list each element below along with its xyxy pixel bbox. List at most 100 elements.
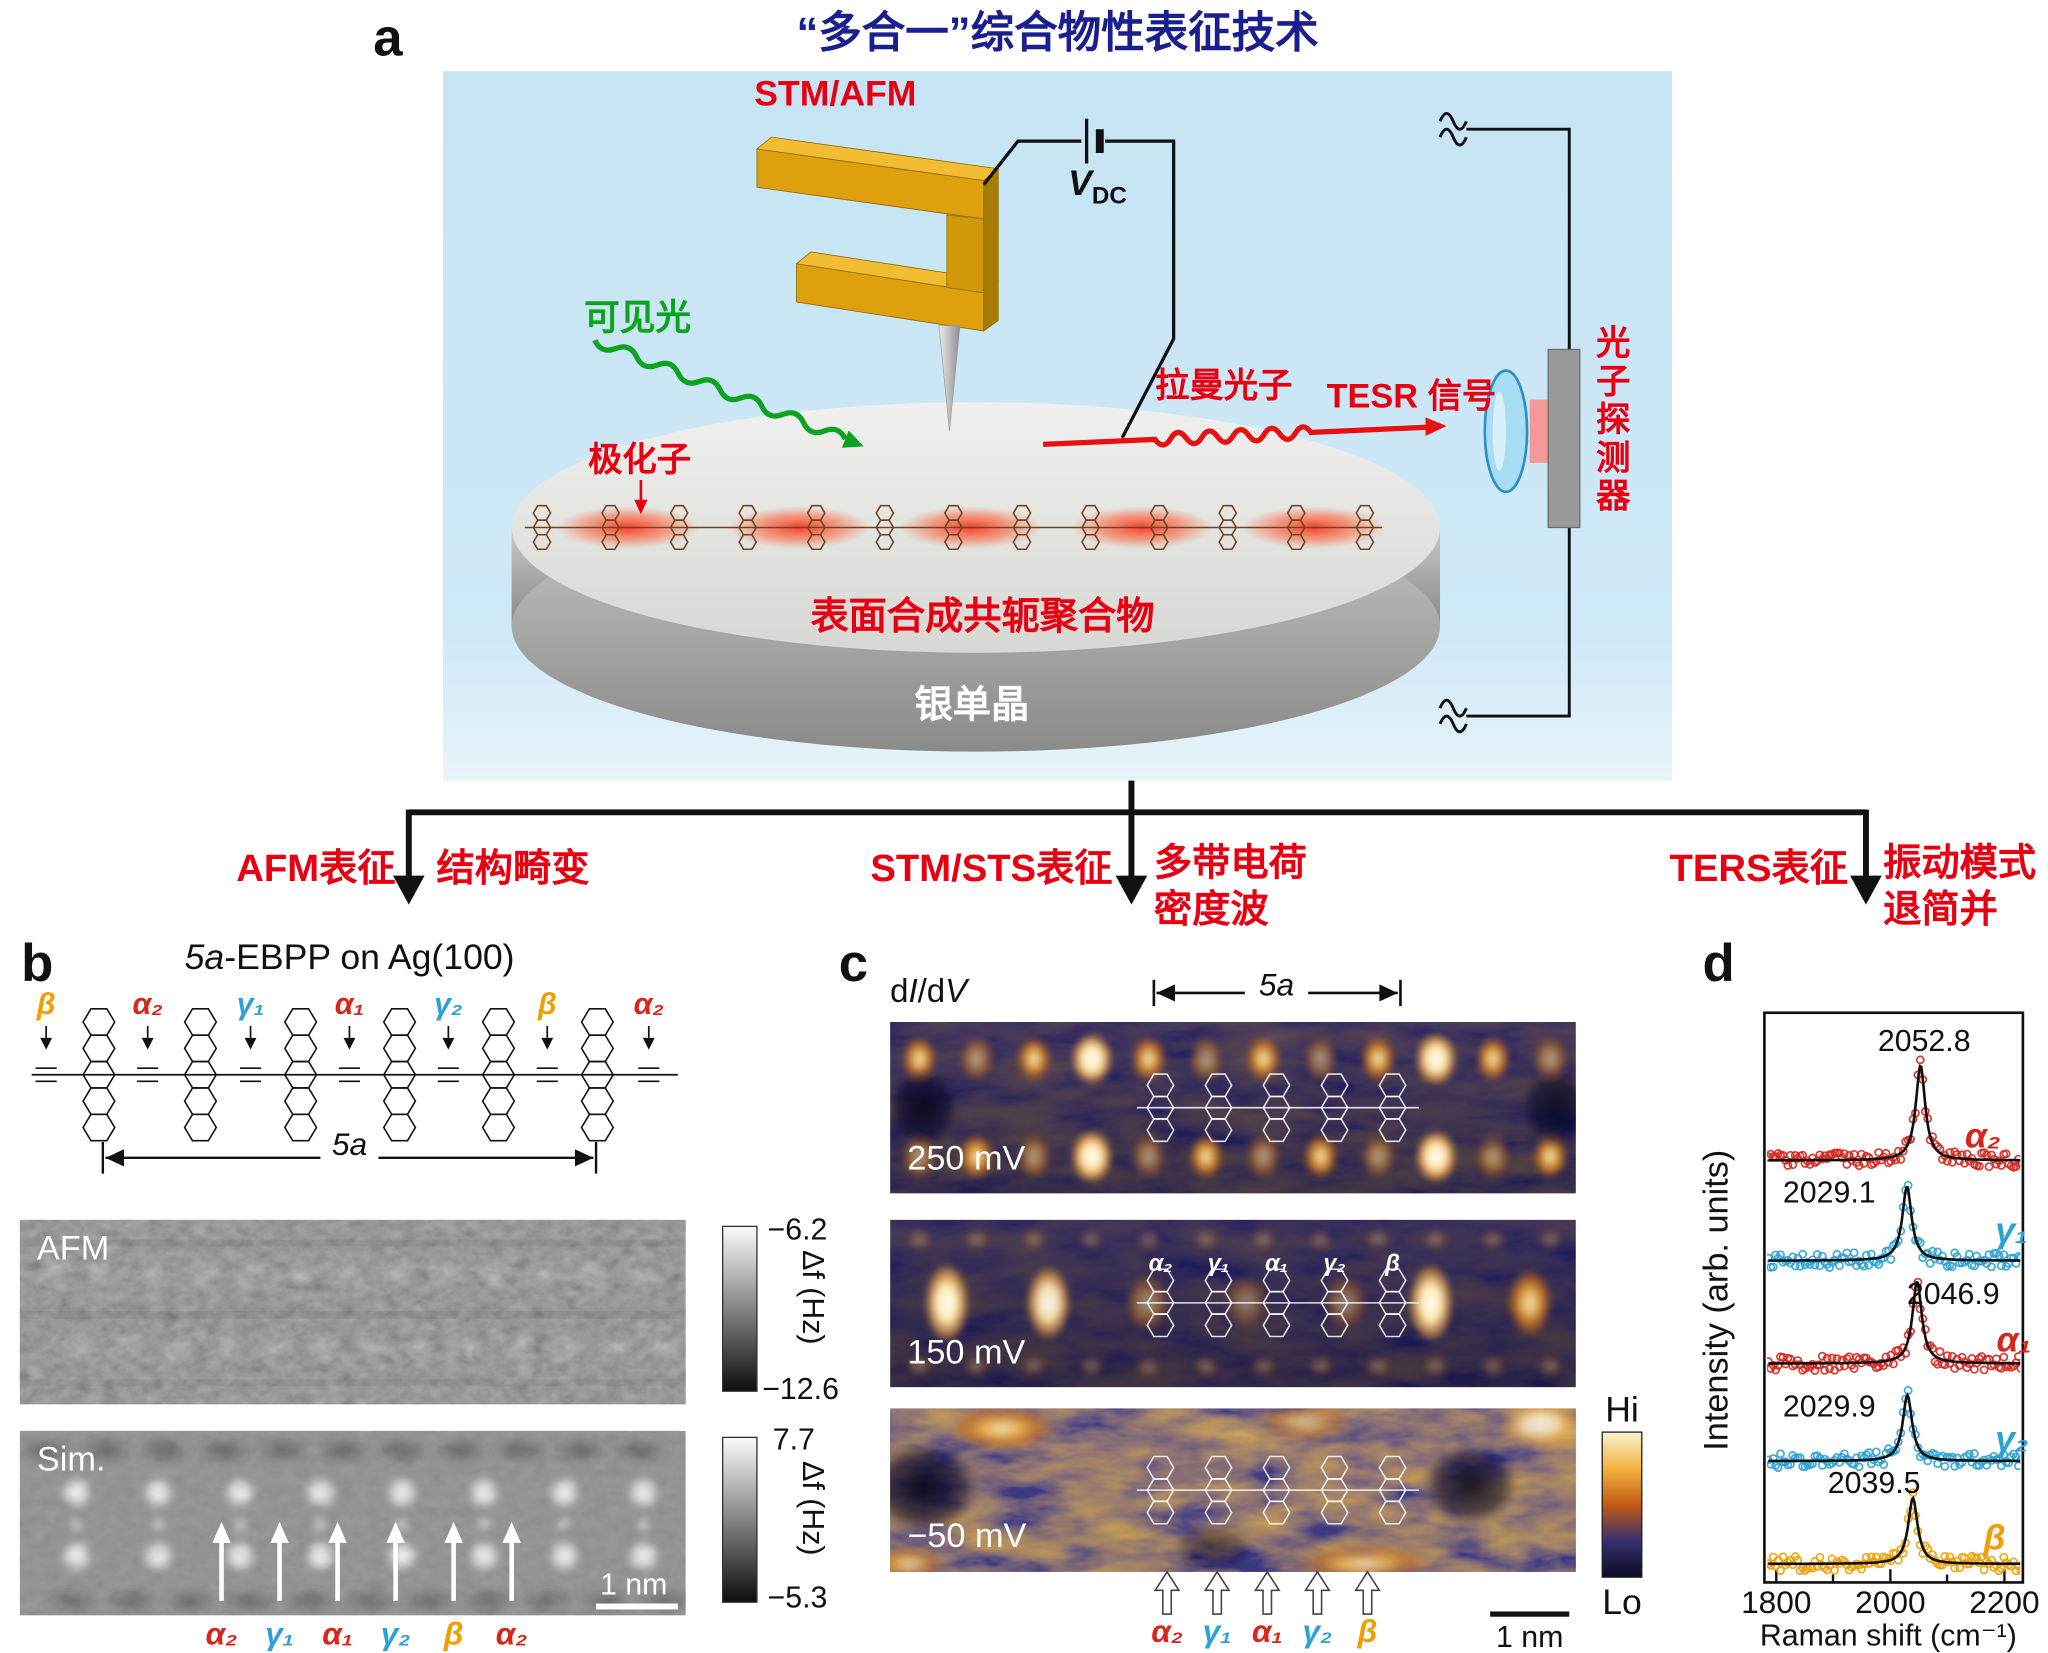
bond-marker: β bbox=[36, 986, 56, 1021]
bond-marker: γ₁ bbox=[236, 986, 265, 1021]
plot-frame bbox=[1763, 1011, 2025, 1584]
sim-site-arrows bbox=[212, 1521, 521, 1601]
sim-image-label: Sim. bbox=[36, 1438, 106, 1479]
panel-c-label: c bbox=[838, 934, 869, 993]
polymer-label: 表面合成共轭聚合物 bbox=[810, 596, 1155, 639]
molecule-overlay bbox=[1136, 1268, 1419, 1338]
wire-break-icon bbox=[1438, 714, 1468, 734]
bond-marker: α₁ bbox=[334, 986, 365, 1021]
sim-colorbar-max: 7.7 bbox=[772, 1421, 815, 1456]
spectrum-series bbox=[1767, 1488, 2021, 1576]
peak-value-label: 2029.9 bbox=[1782, 1388, 1876, 1423]
down-arrow-icon bbox=[1115, 875, 1148, 905]
didv-map-minus50mv bbox=[890, 1408, 1576, 1572]
peak-value-label: 2039.5 bbox=[1827, 1465, 1921, 1500]
down-arrow-icon bbox=[1850, 875, 1882, 905]
left-arrow-icon bbox=[105, 1149, 124, 1167]
substrate-label: 银单晶 bbox=[914, 684, 1030, 727]
afm-colorbar bbox=[721, 1225, 758, 1392]
stm-tip bbox=[938, 325, 961, 432]
y-axis-label: Intensity (arb. units) bbox=[1695, 1149, 1736, 1451]
raman-photon-label: 拉曼光子 bbox=[1155, 365, 1293, 405]
scale-bar-c bbox=[1490, 1611, 1570, 1617]
bond-marker: γ₂ bbox=[434, 986, 463, 1021]
bias-voltage-label: VDC bbox=[1068, 164, 1127, 209]
flow-connector bbox=[405, 780, 1869, 879]
figure-title: “多合一”综合物性表征技术 bbox=[796, 7, 1319, 57]
x-tick-label: 2000 bbox=[1855, 1585, 1926, 1621]
right-arrow-icon bbox=[574, 1149, 594, 1167]
molecule-overlay bbox=[1136, 1455, 1419, 1525]
afm-colorbar-unit: Δf (Hz) bbox=[796, 1250, 831, 1345]
spectrum-series bbox=[1767, 1055, 2021, 1172]
spectrum-series bbox=[1767, 1180, 2021, 1272]
sim-colorbar bbox=[721, 1436, 758, 1603]
bias-subscript: DC bbox=[1091, 181, 1127, 209]
polymer-chain bbox=[524, 504, 1385, 551]
stm-result-label: 多带电荷 bbox=[1153, 842, 1307, 885]
site-marker: α₂ bbox=[1151, 1614, 1183, 1650]
photon-detector bbox=[1483, 348, 1581, 529]
panel-b-title: 5a-EBPP on Ag(100) bbox=[185, 938, 515, 979]
molecule-overlay bbox=[1136, 1073, 1419, 1143]
site-marker: γ₂ bbox=[380, 1616, 411, 1653]
didv-part: d bbox=[890, 973, 909, 1011]
visible-light-label: 可见光 bbox=[584, 298, 691, 338]
stm-result-label: 密度波 bbox=[1153, 888, 1269, 932]
spectrum-series bbox=[1767, 1277, 2021, 1375]
flow-arrowheads bbox=[392, 875, 1882, 905]
didv-label: dI/dV bbox=[890, 973, 967, 1011]
series-label: β bbox=[1983, 1517, 2006, 1558]
panel-a-label: a bbox=[373, 9, 403, 68]
site-marker: α₁ bbox=[1251, 1614, 1283, 1650]
unit-span-label-b: 5a bbox=[331, 1127, 368, 1164]
tesr-signal-label: TESR 信号 bbox=[1326, 375, 1497, 416]
polaron-label: 极化子 bbox=[588, 439, 692, 479]
x-tick-label: 2200 bbox=[1969, 1585, 2040, 1621]
site-marker: β bbox=[443, 1616, 464, 1653]
site-marker: α₁ bbox=[322, 1616, 353, 1653]
bias-label-250mv: 250 mV bbox=[907, 1138, 1026, 1178]
peak-value-label: 2046.9 bbox=[1906, 1276, 2000, 1311]
fit-line bbox=[1768, 1185, 2021, 1262]
afm-result-label: 结构畸变 bbox=[436, 847, 590, 891]
site-marker: γ₁ bbox=[265, 1616, 294, 1653]
sim-colorbar-unit: Δf (Hz) bbox=[796, 1461, 831, 1556]
didv-site-arrows bbox=[1153, 1570, 1381, 1615]
up-arrow-icon bbox=[1354, 1570, 1381, 1615]
chemical-structure bbox=[31, 1008, 678, 1142]
fit-line bbox=[1768, 1391, 2021, 1463]
x-tick-label: 1800 bbox=[1741, 1585, 1812, 1621]
down-arrow-icon bbox=[392, 875, 425, 905]
wire-break-icon bbox=[1438, 127, 1468, 147]
stm-method-label: STM/STS表征 bbox=[870, 847, 1113, 891]
didv-map-150mv bbox=[890, 1219, 1576, 1388]
up-arrow-icon bbox=[1253, 1570, 1281, 1615]
arrowhead-icon bbox=[841, 430, 864, 448]
raman-wave bbox=[1042, 424, 1427, 448]
series-label: γ₂ bbox=[1995, 1418, 2029, 1459]
x-axis-label: Raman shift (cm⁻¹) bbox=[1759, 1618, 2017, 1653]
sim-image bbox=[19, 1430, 686, 1616]
site-marker: γ₁ bbox=[1202, 1614, 1232, 1650]
didv-part: I bbox=[908, 973, 918, 1011]
panel-b-label: b bbox=[21, 934, 54, 993]
ters-result-label: 退简并 bbox=[1883, 888, 1998, 932]
up-arrow-icon bbox=[1153, 1570, 1181, 1615]
overlay-marker: β bbox=[1385, 1250, 1400, 1277]
panel-b-title-rest: -EBPP on Ag(100) bbox=[224, 937, 515, 978]
photon-detector-label: 光子探测器 bbox=[1591, 324, 1632, 516]
colorbar-hi-label: Hi bbox=[1605, 1389, 1639, 1430]
ters-result-label: 振动模式 bbox=[1883, 842, 2037, 885]
overlay-marker: α₂ bbox=[1148, 1250, 1173, 1277]
ters-method-label: TERS表征 bbox=[1669, 847, 1848, 891]
afm-method-label: AFM表征 bbox=[236, 847, 396, 891]
bias-label-150mv: 150 mV bbox=[907, 1331, 1026, 1372]
unit-cell-span-b bbox=[101, 1141, 598, 1174]
light-waves bbox=[592, 338, 1447, 515]
overlay-marker: γ₂ bbox=[1323, 1250, 1346, 1277]
series-label: α₂ bbox=[1964, 1115, 2001, 1156]
